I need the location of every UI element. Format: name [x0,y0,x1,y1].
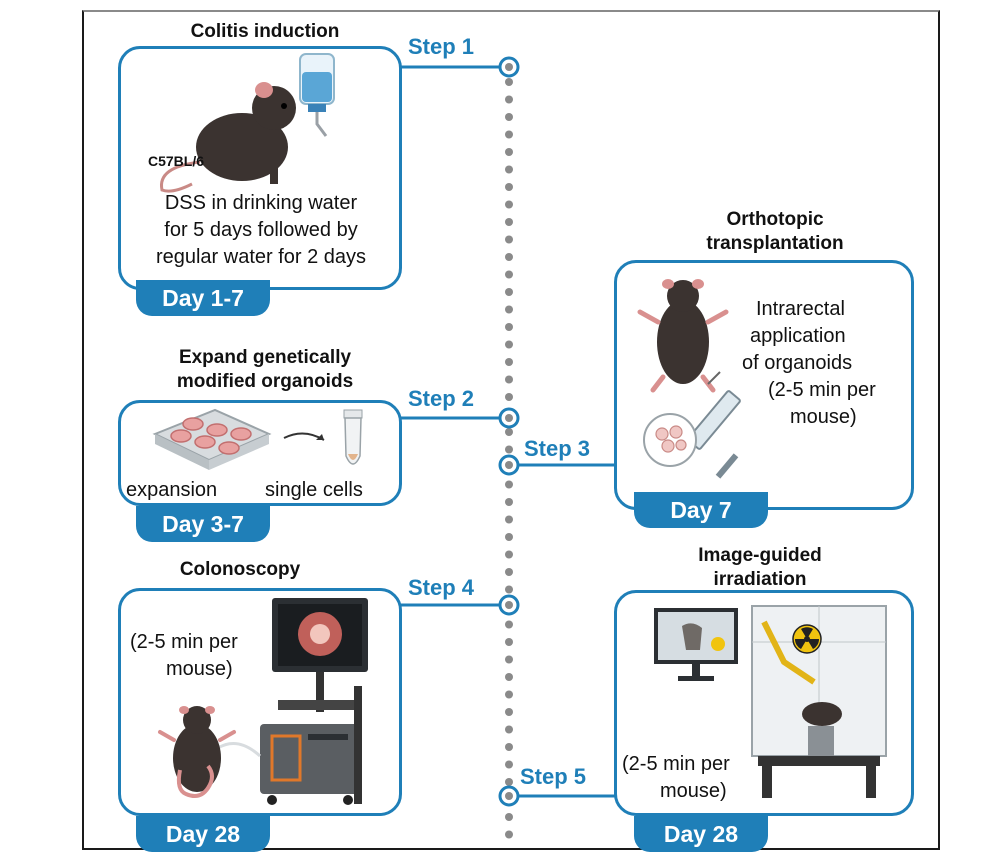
timeline-dot [505,218,513,226]
timeline-dot [505,515,513,524]
step3-node [498,454,520,476]
radiation-icon [792,624,822,654]
timeline-dot [505,778,513,786]
timeline-dot [505,78,513,86]
step2-title-line2: modified organoids [176,371,354,392]
timeline-dot [505,673,513,681]
step3-desc-line2: application [750,325,846,347]
timeline-dot [505,200,513,209]
timeline-dot [505,235,513,244]
step3-desc-line3: of organoids [742,352,853,374]
timeline-dot [505,585,513,594]
culture-plate-icon [152,408,272,470]
figure-frame [82,10,940,850]
step1-label: Step 1 [408,34,475,59]
step5-title-line1: Image-guided [698,545,822,566]
step1-node [498,56,520,78]
timeline-dot [505,568,513,576]
step4-desc-line2: mouse) [166,658,233,680]
step4-node [498,594,520,616]
step5-node [498,785,520,807]
timeline-dot [505,743,513,751]
step1-desc-line1: DSS in drinking water [164,192,358,214]
timeline-dot [505,358,513,366]
mouse-icon [160,82,296,193]
step5-title-line2: irradiation [713,569,807,590]
timeline-dot [505,113,513,121]
timeline-dot [505,270,513,279]
timeline-dot [505,725,513,734]
timeline-dot [505,760,513,769]
step2-node [498,407,520,429]
step3-label: Step 3 [524,436,591,461]
step2-label: Step 2 [408,386,475,411]
timeline-dot [505,165,513,174]
timeline-dot [505,690,513,699]
single-cells-label: single cells [265,479,363,501]
timeline-dot [505,620,513,629]
timeline-dot [505,305,513,314]
timeline-dot [505,830,513,839]
timeline-dot [505,130,513,139]
timeline-dot [505,148,513,156]
monitor-icon [654,608,738,681]
step5-label: Step 5 [520,764,587,789]
step3-title-line2: transplantation [706,233,844,254]
step2-title-line1: Expand genetically [178,347,352,368]
timeline-dot [505,533,513,541]
syringe-icon [643,371,741,479]
timeline-dot [505,813,513,821]
mouse-icon [637,279,729,393]
step1-desc-line3: regular water for 2 days [155,246,367,268]
step5-day-badge: Day 28 [634,816,768,852]
timeline-dot [505,253,513,261]
step4-desc-line1: (2-5 min per [130,631,238,653]
step1-title: Colitis induction [190,21,340,42]
timeline-dot [505,428,513,436]
step5-desc-line2: mouse) [660,780,727,802]
timeline-dot [505,480,513,489]
arrow-icon [283,432,325,441]
timeline-dot [505,95,513,104]
step1-day-badge: Day 1-7 [136,280,270,316]
step4-title: Colonoscopy [179,559,301,580]
mouse-icon [158,706,236,798]
timeline-dot [505,375,513,384]
step4-day-badge: Day 28 [136,816,270,852]
step5-desc-line1: (2-5 min per [622,753,730,775]
step3-title-line1: Orthotopic [726,209,824,230]
timeline-dot [505,708,513,716]
step4-label: Step 4 [408,575,475,600]
timeline-dot [505,393,513,401]
step2-day-badge: Day 3-7 [136,506,270,542]
tube-icon [343,409,363,465]
step3-desc-line1: Intrarectal [756,298,845,320]
step1-desc-line2: for 5 days followed by [164,219,358,241]
mouse-strain-label: C57BL/6 [148,153,205,169]
timeline-dot [505,498,513,506]
timeline-dot [505,340,513,349]
timeline-dot [505,183,513,191]
timeline-dot [505,655,513,664]
step3-desc-line5: mouse) [790,406,857,428]
colonoscope-icon [217,598,368,805]
timeline-dot [505,288,513,296]
step3-day-badge: Day 7 [634,492,768,528]
timeline-dot [505,638,513,646]
step3-desc-line4: (2-5 min per [768,379,876,401]
water-bottle-icon [299,53,335,137]
timeline-dot [505,550,513,559]
timeline-dot [505,445,513,454]
expansion-label: expansion [126,479,218,501]
timeline-dot [505,323,513,331]
